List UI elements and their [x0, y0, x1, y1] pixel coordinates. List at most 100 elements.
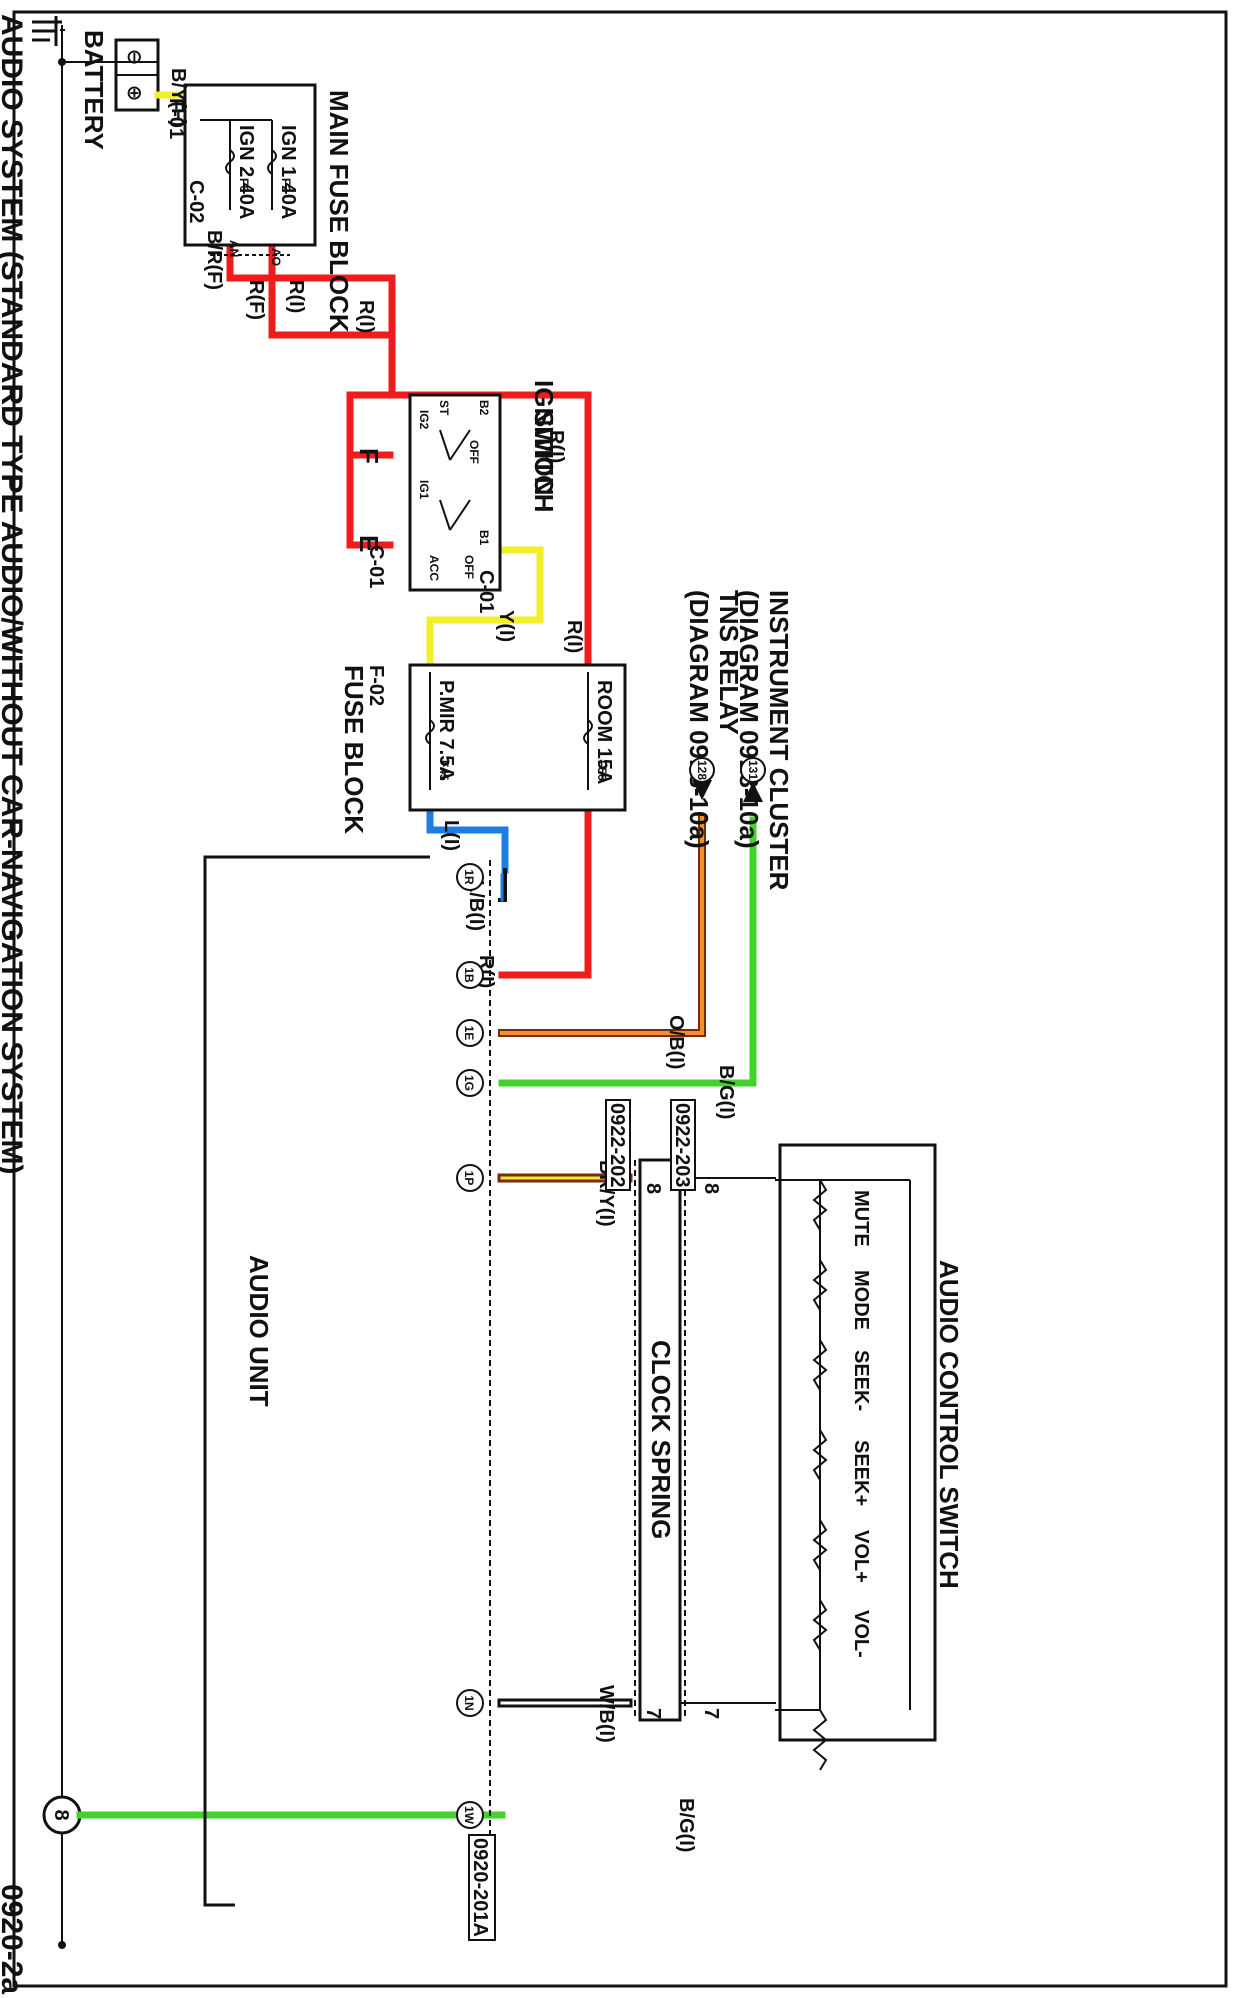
fuse-f2-id: F2	[279, 178, 293, 192]
cluster-ref-number: 131	[746, 760, 760, 780]
switch-seek-plus: SEEK+	[850, 1440, 872, 1506]
switch-mode: MODE	[850, 1270, 872, 1330]
arrow-in-icon	[692, 780, 712, 800]
audio-control-switch: MUTE MODE SEEK- SEEK+ VOL+ VOL- AUDIO CO…	[775, 1143, 964, 1771]
main-fuse-block-label: MAIN FUSE BLOCK	[324, 90, 354, 333]
switch-vol-plus: VOL+	[850, 1530, 872, 1583]
switch-mute: MUTE	[850, 1190, 872, 1247]
wire-rf	[268, 206, 306, 339]
pin-1g: 1G	[462, 1075, 476, 1091]
ignition-switch: B2 ST OFF IG2 IG1 B1 OFF ACC IGNITION SW…	[354, 380, 567, 642]
wire-label-by: B/Y(F)	[167, 68, 189, 127]
ig-st: ST	[437, 400, 451, 416]
connector-c02-label: C-02	[185, 180, 207, 223]
cs-connector-bottom: 0922-203	[671, 1103, 693, 1188]
cs-pin8-out: 8	[700, 1183, 722, 1194]
pin-1p: 1P	[462, 1171, 476, 1186]
connector-c02: C-02 B/R(F) AN AO R(F) R(I) R(I)	[185, 180, 377, 333]
ground-point-8: 8	[42, 1795, 82, 1835]
fuse-ign1: IGN 1 40A	[277, 125, 299, 219]
fuse-block-f02: P.MIR 7.5A ROOM 15A F45 F56 F-02 FUSE BL…	[339, 663, 627, 834]
wire-label-li: L(I)	[440, 820, 462, 851]
wire-label-bgi1: B/G(I)	[715, 1065, 737, 1119]
wire-label-lbi: L/B(I)	[465, 880, 487, 931]
resistor-icon	[812, 1709, 828, 1771]
pin-ao: AO	[269, 248, 283, 266]
battery-positive-icon: ⊕	[123, 85, 145, 102]
audio-unit: AUDIO UNIT 1R 1B 1E 1G 1P 1N 1W 0920-201…	[203, 855, 496, 1941]
wire-label-ri3: R(I)	[545, 430, 567, 463]
instrument-cluster-label: INSTRUMENT CLUSTER	[764, 590, 794, 891]
instrument-cluster-ref: INSTRUMENT CLUSTER (DIAGRAM 0918-10a) 13…	[734, 590, 794, 891]
fuse-f45-id: F45	[437, 760, 451, 781]
fuse-pmir: P.MIR 7.5A	[435, 680, 457, 781]
wire-label-ri1: R(I)	[285, 280, 307, 313]
switch-vol-minus: VOL-	[850, 1610, 872, 1658]
connector-f02: F-02	[365, 665, 387, 706]
wire-ri-upper	[298, 274, 396, 399]
ig-acc: ACC	[427, 555, 441, 581]
wire-ri-e	[346, 391, 396, 549]
cs-connector-top: 0922-202	[606, 1103, 628, 1188]
pin-1e: 1E	[462, 1026, 476, 1041]
ig-b1: B1	[477, 530, 491, 546]
connector-f01: F-01	[165, 98, 187, 139]
arrow-out-icon	[743, 782, 763, 802]
ig-b2: B2	[477, 400, 491, 416]
audio-unit-label: AUDIO UNIT	[244, 1255, 274, 1407]
diagram-title: AUDIO SYSTEM (STANDARD TYPE AUDIO/WITHOU…	[0, 14, 28, 1175]
fuse-icon	[267, 149, 277, 175]
ig-ig2: IG2	[417, 410, 431, 430]
fuse-icon	[225, 149, 235, 175]
wire-label-ri5: R(I)	[563, 620, 585, 653]
ground-point-label: 8	[50, 1809, 72, 1820]
fuse-ign2: IGN 2 40A	[235, 125, 257, 219]
ignition-switch-label-2: SWITCH	[529, 410, 559, 513]
switch-ladder	[812, 1179, 828, 1651]
ignition-switch-label-1: IGNITION	[529, 380, 559, 496]
wire-label-wbi: W/B(I)	[595, 1685, 617, 1743]
pin-1r: 1R	[462, 869, 476, 885]
connector-c01-bottom: C-01	[475, 570, 497, 613]
audio-unit-pins: 1R 1B 1E 1G 1P 1N 1W	[456, 863, 484, 1829]
ig-off: OFF	[467, 440, 481, 464]
tns-relay-label: TNS RELAY	[714, 590, 744, 735]
battery: ⊖ ⊕ BATTERY	[79, 30, 160, 150]
fuse-f56-id: F56	[595, 760, 609, 781]
tns-ref-number: 128	[695, 760, 709, 780]
fuse-room: ROOM 15A	[593, 680, 615, 784]
fuse-icon	[425, 719, 435, 745]
fuse-icon	[583, 719, 593, 745]
cs-pin7-out: 7	[700, 1708, 722, 1719]
audio-connector-code: 0920-201A	[469, 1838, 491, 1937]
fuse-f6-id: F6	[237, 178, 251, 192]
pin-1n: 1N	[462, 1695, 476, 1710]
instrument-cluster-diagram: (DIAGRAM 0918-10a)	[734, 590, 764, 849]
ig-off2: OFF	[462, 555, 476, 579]
wire-label-rf: R(F)	[245, 280, 267, 320]
connector-c01-top: C-01	[365, 545, 387, 588]
diagram-frame	[12, 10, 1228, 1988]
wire-yi	[426, 546, 544, 674]
clock-spring: CLOCK SPRING 8 7 8 7 0922-202 0922-203	[605, 1099, 722, 1722]
pin-f: F	[354, 448, 384, 464]
wire-label-bgi2: B/G(I)	[675, 1798, 697, 1852]
wire-label-br: B/R(F)	[203, 230, 225, 290]
pin-1w: 1W	[462, 1806, 476, 1825]
pin-1b: 1B	[462, 967, 476, 983]
switch-seek-minus: SEEK-	[850, 1350, 872, 1411]
main-fuse-block: IGN 2 40A IGN 1 40A F6 F2 MAIN FUSE BLOC…	[165, 68, 354, 333]
wire-obi	[498, 814, 706, 1037]
ig-ig1: IG1	[417, 480, 431, 500]
wire-bgi1	[498, 816, 757, 1087]
tns-relay-ref: TNS RELAY (DIAGRAM 0918-10a) 128	[684, 590, 744, 849]
pin-e: E	[354, 535, 384, 552]
audio-control-switch-label: AUDIO CONTROL SWITCH	[934, 1260, 964, 1589]
wire-label-obi: O/B(I)	[665, 1015, 687, 1069]
cs-pin7-in: 7	[642, 1708, 664, 1719]
page-code: 0920-2a	[0, 1884, 28, 1994]
pin-an: AN	[227, 240, 241, 257]
ground-bus	[32, 16, 102, 1949]
